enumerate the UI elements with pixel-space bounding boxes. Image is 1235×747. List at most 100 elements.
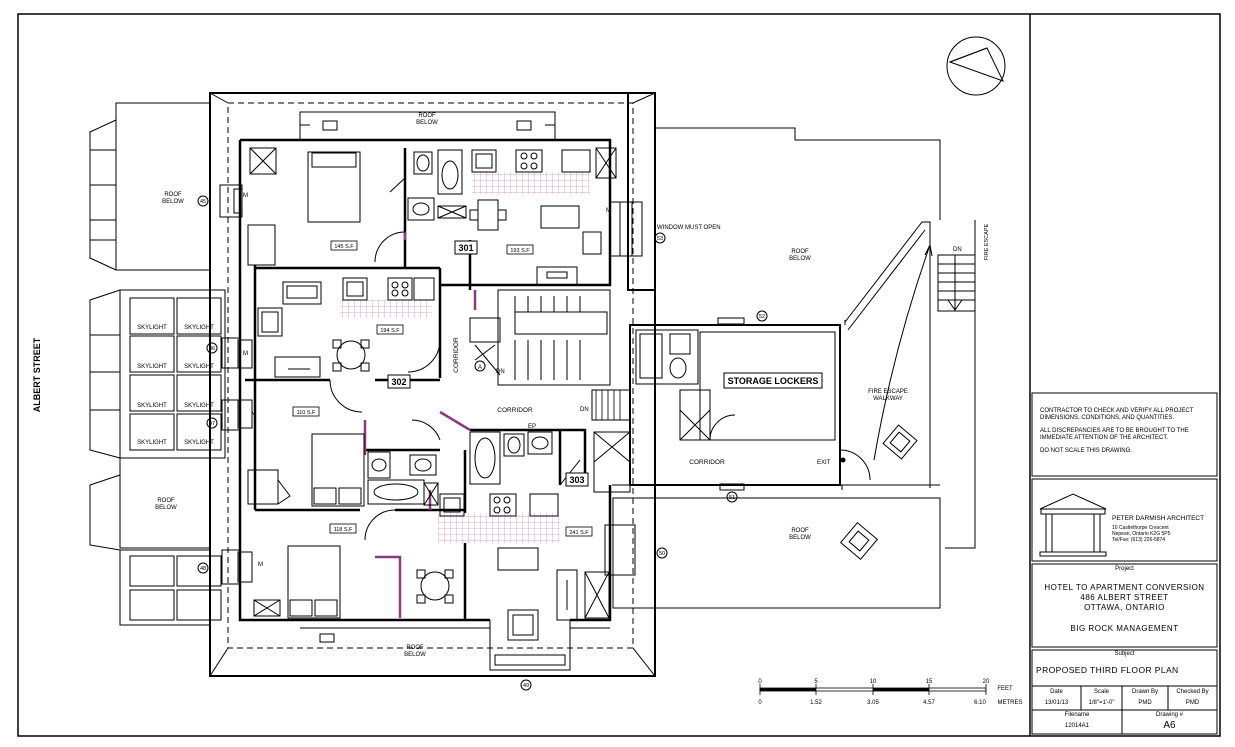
new-partitions (363, 232, 477, 618)
grid-marker-circles (197, 195, 768, 691)
stair-a-label: A (478, 365, 482, 371)
note: CONTRACTOR TO CHECK AND VERIFY ALL PROJE… (1040, 408, 1194, 421)
area-tag: 145 S.F (334, 244, 354, 250)
grid-marker-labels: 45 46 47 48 49 50 51 52 53 (200, 199, 765, 689)
architect-phone: Tel/Fax: (613) 226-5874 (1112, 537, 1166, 543)
east-roof-and-fire-escape (655, 127, 976, 561)
architect-address1: 10 Castlethorpe Crescent (1112, 525, 1169, 531)
wall-mark: M (606, 208, 611, 214)
date-label: Date (1050, 689, 1063, 695)
unit-number-303: 303 (569, 475, 584, 485)
note: ALL DISCREPANCIES ARE TO BE BROUGHT TO T… (1040, 428, 1189, 441)
area-tags: 145 S.F 193 S.F 194 S.F 110 S.F 118 S.F … (297, 244, 590, 536)
corridor-label-east: CORRIDOR (689, 459, 725, 466)
unit-302-tag (387, 374, 411, 389)
east-wing (591, 93, 941, 609)
wall-mark: M (243, 193, 248, 199)
project-line3: OTTAWA, ONTARIO (1084, 603, 1165, 612)
project-line1: HOTEL TO APARTMENT CONVERSION (1044, 583, 1205, 592)
scale-feet-tick: 20 (983, 679, 990, 685)
grid-marker: 53 (657, 236, 663, 242)
north-arrow-icon (946, 36, 1006, 96)
grid-marker: 47 (209, 421, 215, 427)
unit-302-furniture (237, 224, 441, 413)
wall-mark: M (243, 351, 248, 357)
skylight-label: SKYLIGHT (137, 325, 167, 331)
architect-block: PETER DARMISH ARCHITECT 10 Castlethorpe … (1112, 515, 1216, 543)
grid-marker: 45 (200, 199, 206, 205)
unit-303-furniture (416, 431, 636, 641)
fire-escape-label: FIRE ESCAPE (984, 223, 990, 260)
dn-label: DN (580, 407, 589, 413)
project-line2: 486 ALBERT STREET (1080, 593, 1169, 602)
sheet-border (17, 13, 1221, 737)
skylight-label: SKYLIGHT (184, 403, 214, 409)
scale-bar (759, 684, 987, 695)
skylight-label: SKYLIGHT (184, 364, 214, 370)
area-tag: 118 S.F (334, 527, 353, 533)
unit-301-tag (454, 240, 478, 255)
street-label: ALBERT STREET (32, 337, 42, 412)
architect-address2: Nepean, Ontario K2G 5P5 (1112, 531, 1171, 537)
scale-label: Scale (1093, 689, 1109, 695)
scale-metre-tick: 0 (758, 700, 762, 706)
kitchen-tile-301 (472, 172, 590, 194)
unit-301-furniture (249, 147, 633, 286)
drawn-by-value: PMD (1138, 700, 1152, 706)
project-heading: Project (1115, 566, 1134, 572)
unit-number-301: 301 (458, 243, 473, 253)
ep-label: EP (528, 424, 536, 430)
checked-by-label: Checked By (1176, 689, 1209, 695)
grid-marker: 46 (209, 346, 215, 352)
stair-core (469, 289, 611, 386)
unit-number-302: 302 (391, 377, 406, 387)
dn-label: DN (953, 247, 962, 253)
corridor-label-main: CORRIDOR (497, 407, 533, 414)
skylight-label: SKYLIGHT (137, 440, 167, 446)
unit-303-bedroom-furniture (237, 509, 396, 619)
area-tag: 194 S.F (380, 328, 400, 334)
notes-block: CONTRACTOR TO CHECK AND VERIFY ALL PROJE… (1040, 408, 1212, 455)
area-tag-boxes (292, 240, 593, 537)
scale-bar-labels: 0 5 10 15 20 FEET 0 1.52 3.05 4.57 6.10 … (758, 679, 1022, 706)
subject-heading: Subject (1114, 651, 1135, 657)
scale-feet-tick: 15 (926, 679, 933, 685)
date-value: 13/01/13 (1044, 700, 1069, 706)
wall-mark: M (251, 411, 256, 417)
scale-metre-unit: METRES (997, 700, 1022, 706)
window-must-open-label: WINDOW MUST OPEN (657, 225, 721, 231)
scale-metre-tick: 3.05 (867, 700, 879, 706)
corridor-label-vertical: CORRIDOR (453, 337, 460, 373)
filename-label: Filename (1064, 712, 1090, 718)
scale-feet-tick: 0 (758, 679, 762, 685)
kitchen-tile-303 (438, 513, 560, 543)
wall-mark: M (258, 562, 263, 568)
west-windows (219, 184, 643, 585)
grid-marker: 49 (523, 683, 529, 689)
checked-by-value: PMD (1185, 700, 1200, 706)
scale-value: 1/8"=1'-0" (1088, 700, 1115, 706)
exit-label: EXIT (817, 460, 831, 466)
scale-metre-tick: 4.57 (923, 700, 935, 706)
dn-label: DN (496, 369, 505, 375)
grid-marker: 50 (659, 551, 665, 557)
grid-marker: 52 (759, 314, 765, 320)
grid-marker: 51 (729, 495, 735, 501)
scale-metre-tick: 6.10 (974, 700, 986, 706)
unit-303-tag (565, 472, 589, 487)
skylight-label: SKYLIGHT (184, 440, 214, 446)
architect-logo-icon (1039, 493, 1107, 557)
title-block-frames (1031, 392, 1218, 735)
storage-label: STORAGE LOCKERS (728, 376, 819, 386)
scale-feet-unit: FEET (997, 686, 1013, 692)
area-tag: 241 S.F (569, 530, 589, 536)
skylight-labels: SKYLIGHT SKYLIGHT SKYLIGHT SKYLIGHT SKYL… (137, 325, 214, 446)
architect-name: PETER DARMISH ARCHITECT (1112, 515, 1205, 522)
filename-value: 12014A1 (1064, 723, 1090, 729)
skylight-label: SKYLIGHT (184, 325, 214, 331)
